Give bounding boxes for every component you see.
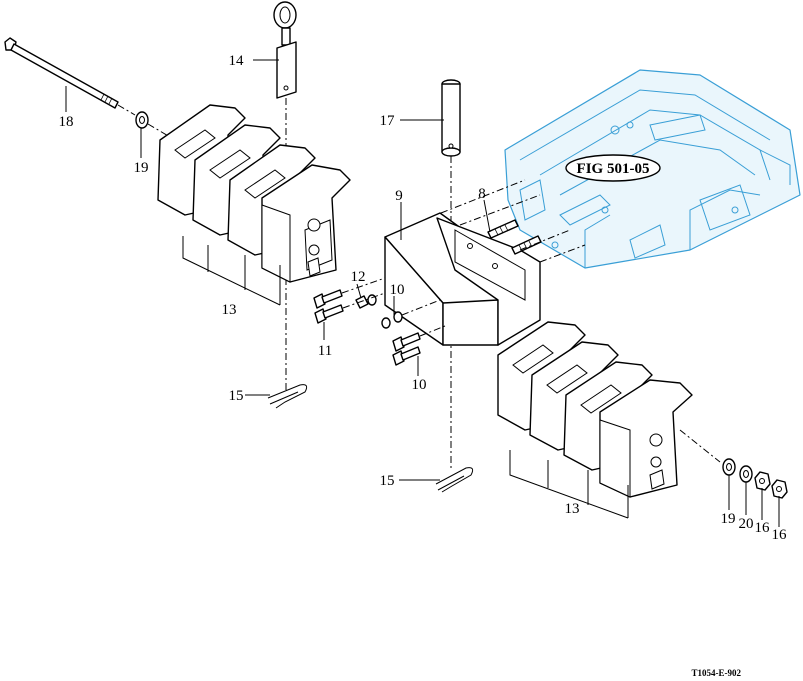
callout-12: 12	[351, 269, 366, 285]
callout-19-upper: 19	[134, 160, 149, 176]
callout-17: 17	[380, 113, 396, 129]
part-18-long-bolt	[4, 37, 119, 109]
callout-9: 9	[395, 188, 403, 204]
part-10-lower-bolts	[392, 332, 421, 366]
part-19-washer-upper	[135, 111, 149, 129]
callout-13-right: 13	[565, 501, 580, 517]
callout-10-lower: 10	[412, 377, 427, 393]
callout-15-upper: 15	[229, 388, 244, 404]
callout-18: 18	[59, 114, 74, 130]
part-10-upper-nuts	[381, 311, 403, 329]
callout-8: 8	[478, 186, 486, 202]
part-8-studs	[487, 219, 542, 255]
figure-reference: FIG 501-05	[577, 161, 650, 177]
callout-15-lower: 15	[380, 473, 395, 489]
part-16-nut-a	[754, 471, 771, 491]
part-19-washer-lower	[722, 458, 736, 476]
callout-16-b: 16	[772, 527, 788, 543]
drawing-code: T1054-E-902	[692, 668, 742, 678]
callout-14: 14	[229, 53, 245, 69]
part-15-clip-upper	[267, 384, 308, 409]
part-11-bolts	[313, 289, 344, 324]
part-16-nut-b	[771, 479, 788, 499]
callout-10-upper: 10	[390, 282, 405, 298]
callout-20: 20	[739, 516, 754, 532]
callout-16-a: 16	[755, 520, 771, 536]
callout-11: 11	[318, 343, 332, 359]
part-12-nuts	[355, 294, 377, 309]
part-14-lock-pin	[273, 1, 297, 99]
part-15-clip-lower	[435, 467, 474, 493]
callout-13-left: 13	[222, 302, 237, 318]
part-17-pin	[441, 79, 461, 157]
weight-stack-right	[497, 321, 693, 498]
part-9-mounting-bracket	[384, 212, 541, 346]
callout-19-lower: 19	[721, 511, 736, 527]
weight-stack-left	[157, 104, 351, 283]
part-20-lock-washer	[739, 465, 753, 483]
figure-reference-oval	[565, 154, 661, 182]
